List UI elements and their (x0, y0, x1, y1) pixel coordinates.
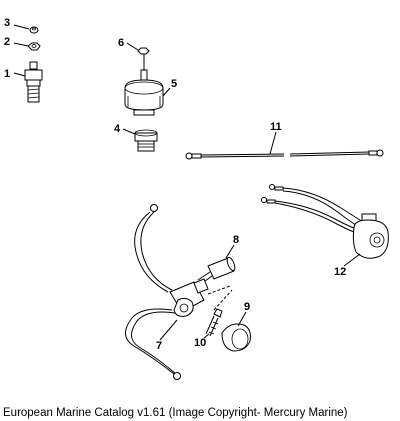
part-1-sender (13, 61, 43, 103)
callout-6: 6 (118, 37, 124, 49)
part-7-switch (125, 204, 209, 380)
part-10-screw (203, 285, 233, 339)
callout-10: 10 (194, 337, 206, 349)
callout-11: 11 (270, 121, 282, 133)
copyright-caption: European Marine Catalog v1.61 (Image Cop… (3, 407, 348, 419)
callout-4: 4 (114, 123, 121, 135)
part-5-sender (124, 54, 171, 116)
part-8-sensor (197, 244, 236, 285)
part-11-wire (185, 131, 384, 160)
callout-12: 12 (334, 266, 346, 278)
callout-1: 1 (4, 68, 10, 80)
callout-5: 5 (171, 78, 177, 90)
callout-3: 3 (4, 17, 10, 29)
part-9-cap (221, 311, 251, 352)
part-6-nut (126, 42, 150, 55)
callout-2: 2 (4, 36, 10, 48)
part-4-adapter (122, 128, 158, 152)
part-3-nut (13, 24, 39, 34)
part-2-nut (13, 42, 41, 51)
callout-8: 8 (233, 234, 239, 246)
callout-9: 9 (244, 301, 250, 313)
callout-7: 7 (156, 340, 162, 352)
part-12-harness (261, 184, 389, 267)
